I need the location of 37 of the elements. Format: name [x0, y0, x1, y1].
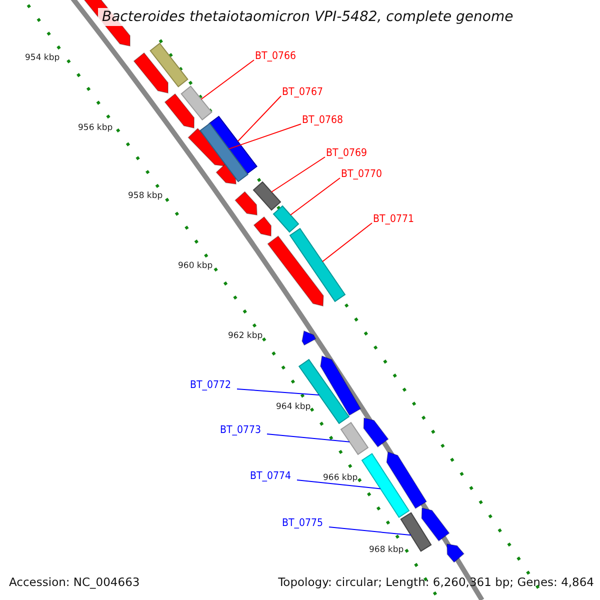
gene-label: BT_0770	[341, 168, 382, 181]
leader-line	[236, 388, 320, 396]
gene-bar	[340, 422, 369, 456]
leader-line	[290, 178, 340, 216]
gene-label: BT_0768	[302, 114, 344, 127]
position-label: 962 kbp	[228, 331, 263, 342]
gene-bar	[272, 205, 300, 233]
position-label: 954 kbp	[25, 53, 60, 64]
gene-label: BT_0766	[255, 50, 296, 63]
leader-line	[296, 480, 381, 490]
gene-label: BT_0773	[220, 424, 262, 437]
gene-label: BT_0769	[326, 147, 368, 160]
genome-info: Topology: circular; Length: 6,260,361 bp; Genes: 4,864	[278, 575, 594, 589]
gene-bar	[252, 181, 282, 211]
leader-line	[270, 156, 326, 192]
leader-line	[266, 434, 350, 442]
gene-label: BT_0767	[282, 86, 324, 99]
position-label: 966 kbp	[323, 473, 358, 484]
leader-line	[328, 526, 412, 536]
gene-label: BT_0772	[190, 379, 232, 392]
position-label: 960 kbp	[178, 261, 213, 272]
leader-line	[228, 124, 302, 150]
gene-bar	[200, 122, 248, 182]
leader-line	[237, 96, 282, 142]
gene-label: BT_0775	[282, 517, 324, 530]
gene-bar	[180, 86, 212, 120]
position-label: 964 kbp	[276, 402, 311, 413]
gene-label: BT_0771	[373, 213, 414, 226]
leader-line	[322, 222, 372, 262]
position-label: 958 kbp	[128, 191, 163, 202]
leader-line	[200, 60, 254, 100]
gene-label: BT_0774	[250, 470, 292, 483]
position-label: 968 kbp	[369, 545, 404, 556]
genome-info: Accession: NC_004663	[9, 575, 140, 589]
position-label: 956 kbp	[78, 123, 113, 134]
gene-bar	[361, 453, 410, 518]
gene-bar	[289, 228, 346, 302]
